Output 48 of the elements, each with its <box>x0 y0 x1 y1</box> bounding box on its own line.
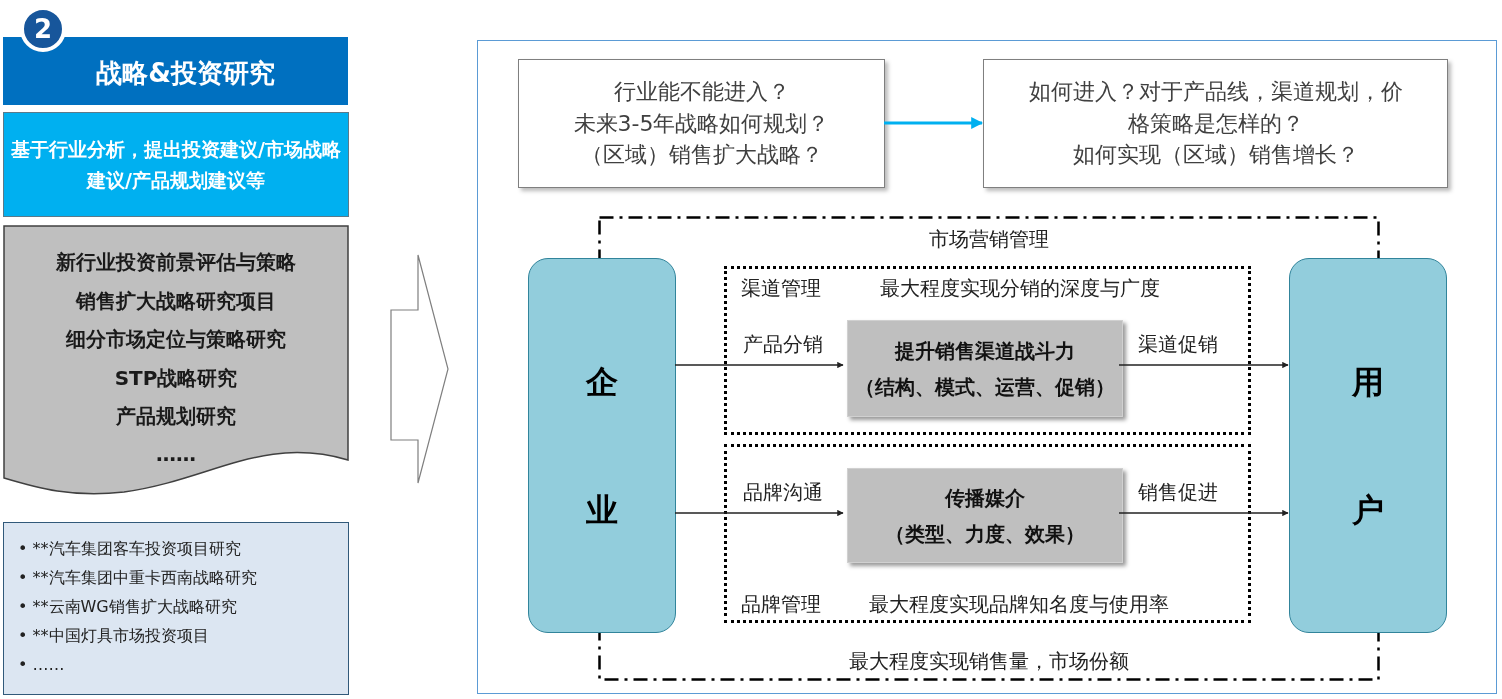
process-text: 传播媒介 <box>945 484 1025 512</box>
group-label: 品牌管理 <box>741 591 821 618</box>
summary-text: 基于行业分析，提出投资建议/市场战略建议/产品规划建议等 <box>10 137 342 193</box>
study-item: 销售扩大战略研究项目 <box>76 287 276 315</box>
arrow <box>674 509 844 517</box>
process-text: 提升销售渠道战斗力 <box>895 337 1075 365</box>
step-number: 2 <box>33 14 53 44</box>
block-arrow <box>390 254 449 484</box>
study-item: 产品规划研究 <box>116 403 236 430</box>
list-item: • **汽车集团中重卡西南战略研究 <box>18 568 258 589</box>
frame-label: 最大程度实现销售量，市场份额 <box>848 648 1130 675</box>
dotted-group <box>724 444 1251 623</box>
study-item: …… <box>156 441 196 468</box>
group-label: 最大程度实现品牌知名度与使用率 <box>869 591 1169 618</box>
list-item: • …… <box>18 655 66 676</box>
question-box <box>518 59 885 188</box>
question-text: 行业能不能进入？ <box>613 77 790 106</box>
question-text: 如何进入？对于产品线，渠道规划，价格策略是怎样的？ <box>1027 77 1404 138</box>
process-box <box>847 468 1123 563</box>
group-label: 渠道管理 <box>741 275 821 302</box>
entity-label: 用户 <box>1352 361 1384 531</box>
question-text: （区域）销售扩大战略？ <box>580 141 823 170</box>
arrow <box>884 117 984 129</box>
entity-box <box>528 258 676 633</box>
process-box <box>847 320 1123 417</box>
question-text: 如何实现（区域）销售增长？ <box>1072 141 1359 170</box>
list-item: • **中国灯具市场投资项目 <box>18 626 210 647</box>
process-text: （结构、模式、运营、促销） <box>855 373 1115 401</box>
question-box <box>983 59 1448 188</box>
question-text: 未来3-5年战略如何规划？ <box>573 109 830 138</box>
content-panel <box>477 40 1497 694</box>
study-item: 新行业投资前景评估与策略 <box>56 249 296 276</box>
list-item: • **云南WG销售扩大战略研究 <box>18 597 238 618</box>
section-header <box>3 37 348 105</box>
arrow <box>674 361 844 369</box>
study-item: STP战略研究 <box>114 364 238 392</box>
entity-box <box>1289 258 1447 633</box>
group-label: 最大程度实现分销的深度与广度 <box>880 275 1160 302</box>
study-item: 细分市场定位与策略研究 <box>66 326 286 353</box>
entity-label: 企业 <box>586 361 618 531</box>
summary-box <box>3 112 349 217</box>
section-title: 战略&投资研究 <box>96 56 275 90</box>
project-list-panel <box>3 522 349 695</box>
arrow <box>1118 509 1289 517</box>
frame-label: 市场营销管理 <box>928 226 1050 253</box>
arrow <box>1118 361 1289 369</box>
process-text: （类型、力度、效果） <box>885 520 1085 548</box>
list-item: • **汽车集团客车投资项目研究 <box>18 539 242 560</box>
